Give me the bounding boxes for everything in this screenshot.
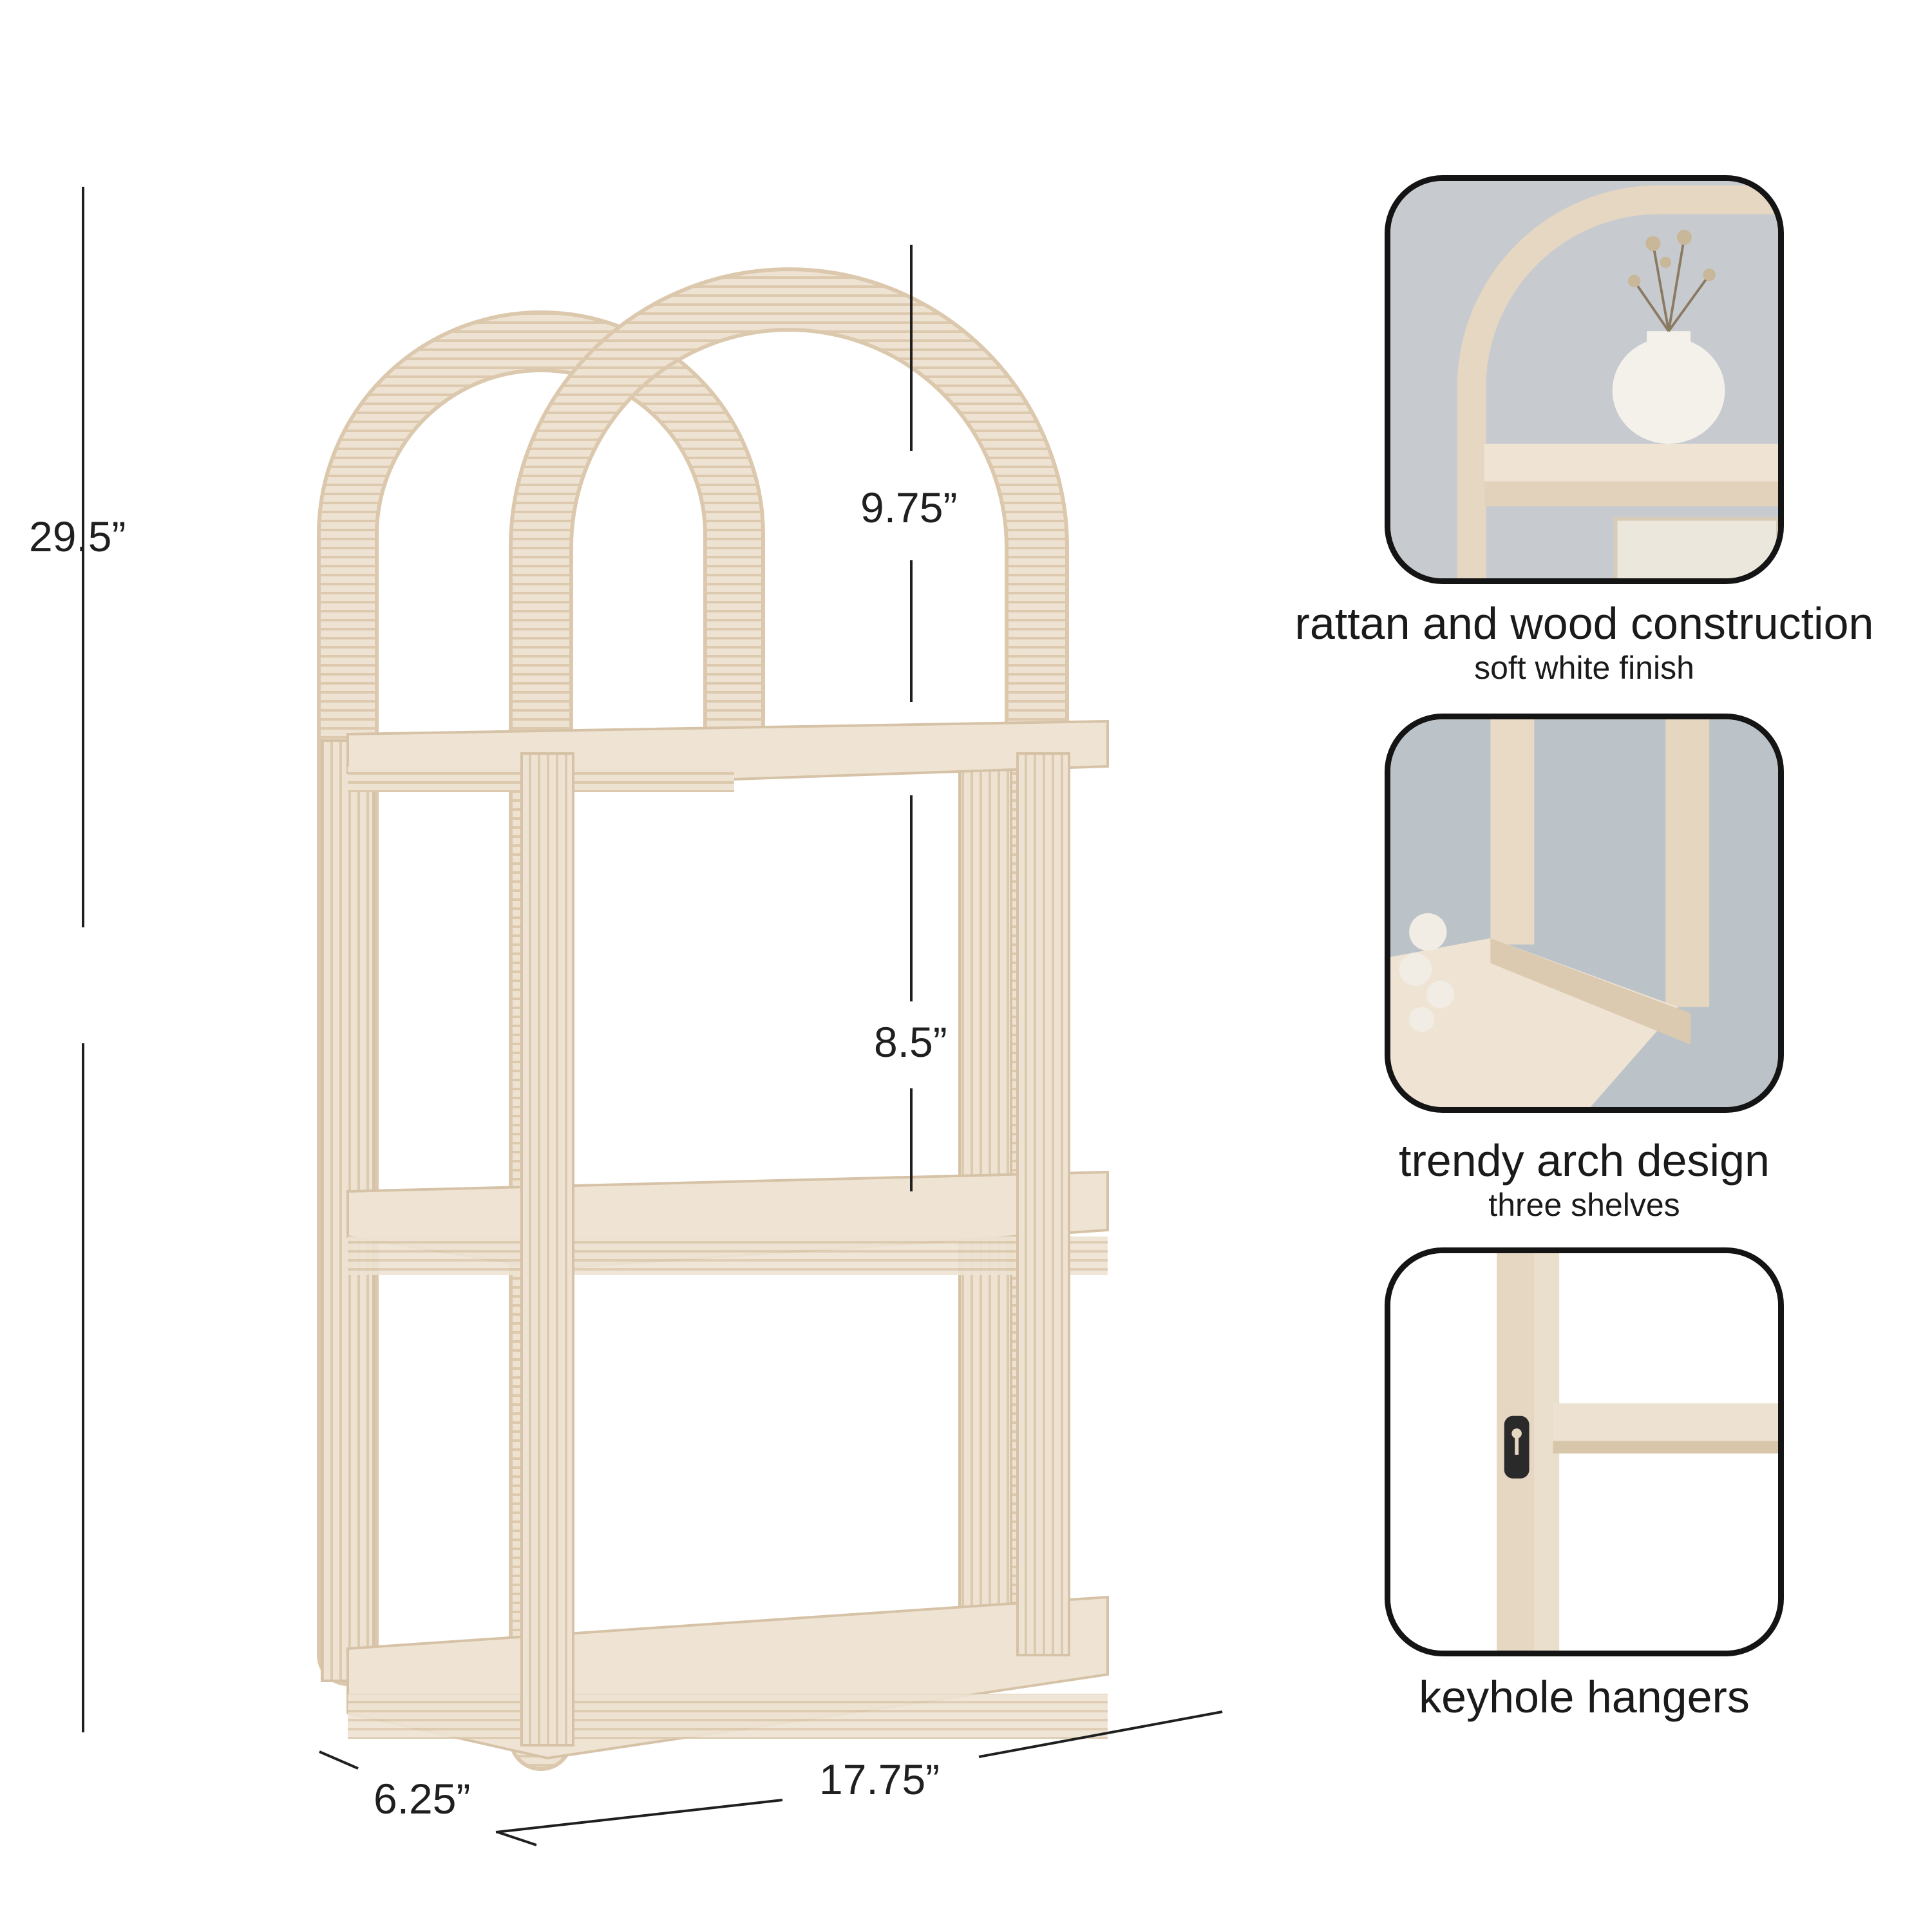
- middle-gap-label: 8.5”: [874, 1018, 947, 1066]
- feature-3-caption: keyhole hangers: [1262, 1672, 1906, 1722]
- top-gap-line-lower: [910, 560, 913, 702]
- height-dimension-line-bottom: [82, 1043, 84, 1732]
- top-gap-line-upper: [910, 245, 913, 451]
- feature-image-rattan: [1385, 175, 1784, 584]
- feature-1-caption: rattan and wood construction soft white …: [1262, 599, 1906, 687]
- feature-image-arch-design: [1385, 714, 1784, 1113]
- width-dimension-label: 17.75”: [819, 1756, 940, 1803]
- middle-gap-line-lower: [910, 1088, 913, 1191]
- top-gap-label: 9.75”: [860, 484, 958, 531]
- height-dimension-line-top: [82, 187, 84, 927]
- feature-2-caption: trendy arch design three shelves: [1262, 1136, 1906, 1224]
- feature-image-keyhole: [1385, 1247, 1784, 1656]
- feature-3-title: keyhole hangers: [1419, 1672, 1750, 1722]
- height-dimension-label: 29.5”: [29, 513, 126, 560]
- feature-2-title: trendy arch design: [1399, 1135, 1770, 1186]
- feature-2-subtitle: three shelves: [1488, 1187, 1680, 1223]
- middle-gap-line-upper: [910, 795, 913, 1001]
- front-right-post: [1016, 752, 1070, 1656]
- vase: [1612, 337, 1725, 444]
- front-left-post: [520, 752, 574, 1747]
- feature-1-subtitle: soft white finish: [1474, 650, 1694, 686]
- arch-shelf-illustration: [317, 267, 1109, 1771]
- feature-1-title: rattan and wood construction: [1294, 598, 1874, 649]
- coral: [1399, 913, 1455, 1032]
- depth-dimension-label: 6.25”: [374, 1775, 471, 1823]
